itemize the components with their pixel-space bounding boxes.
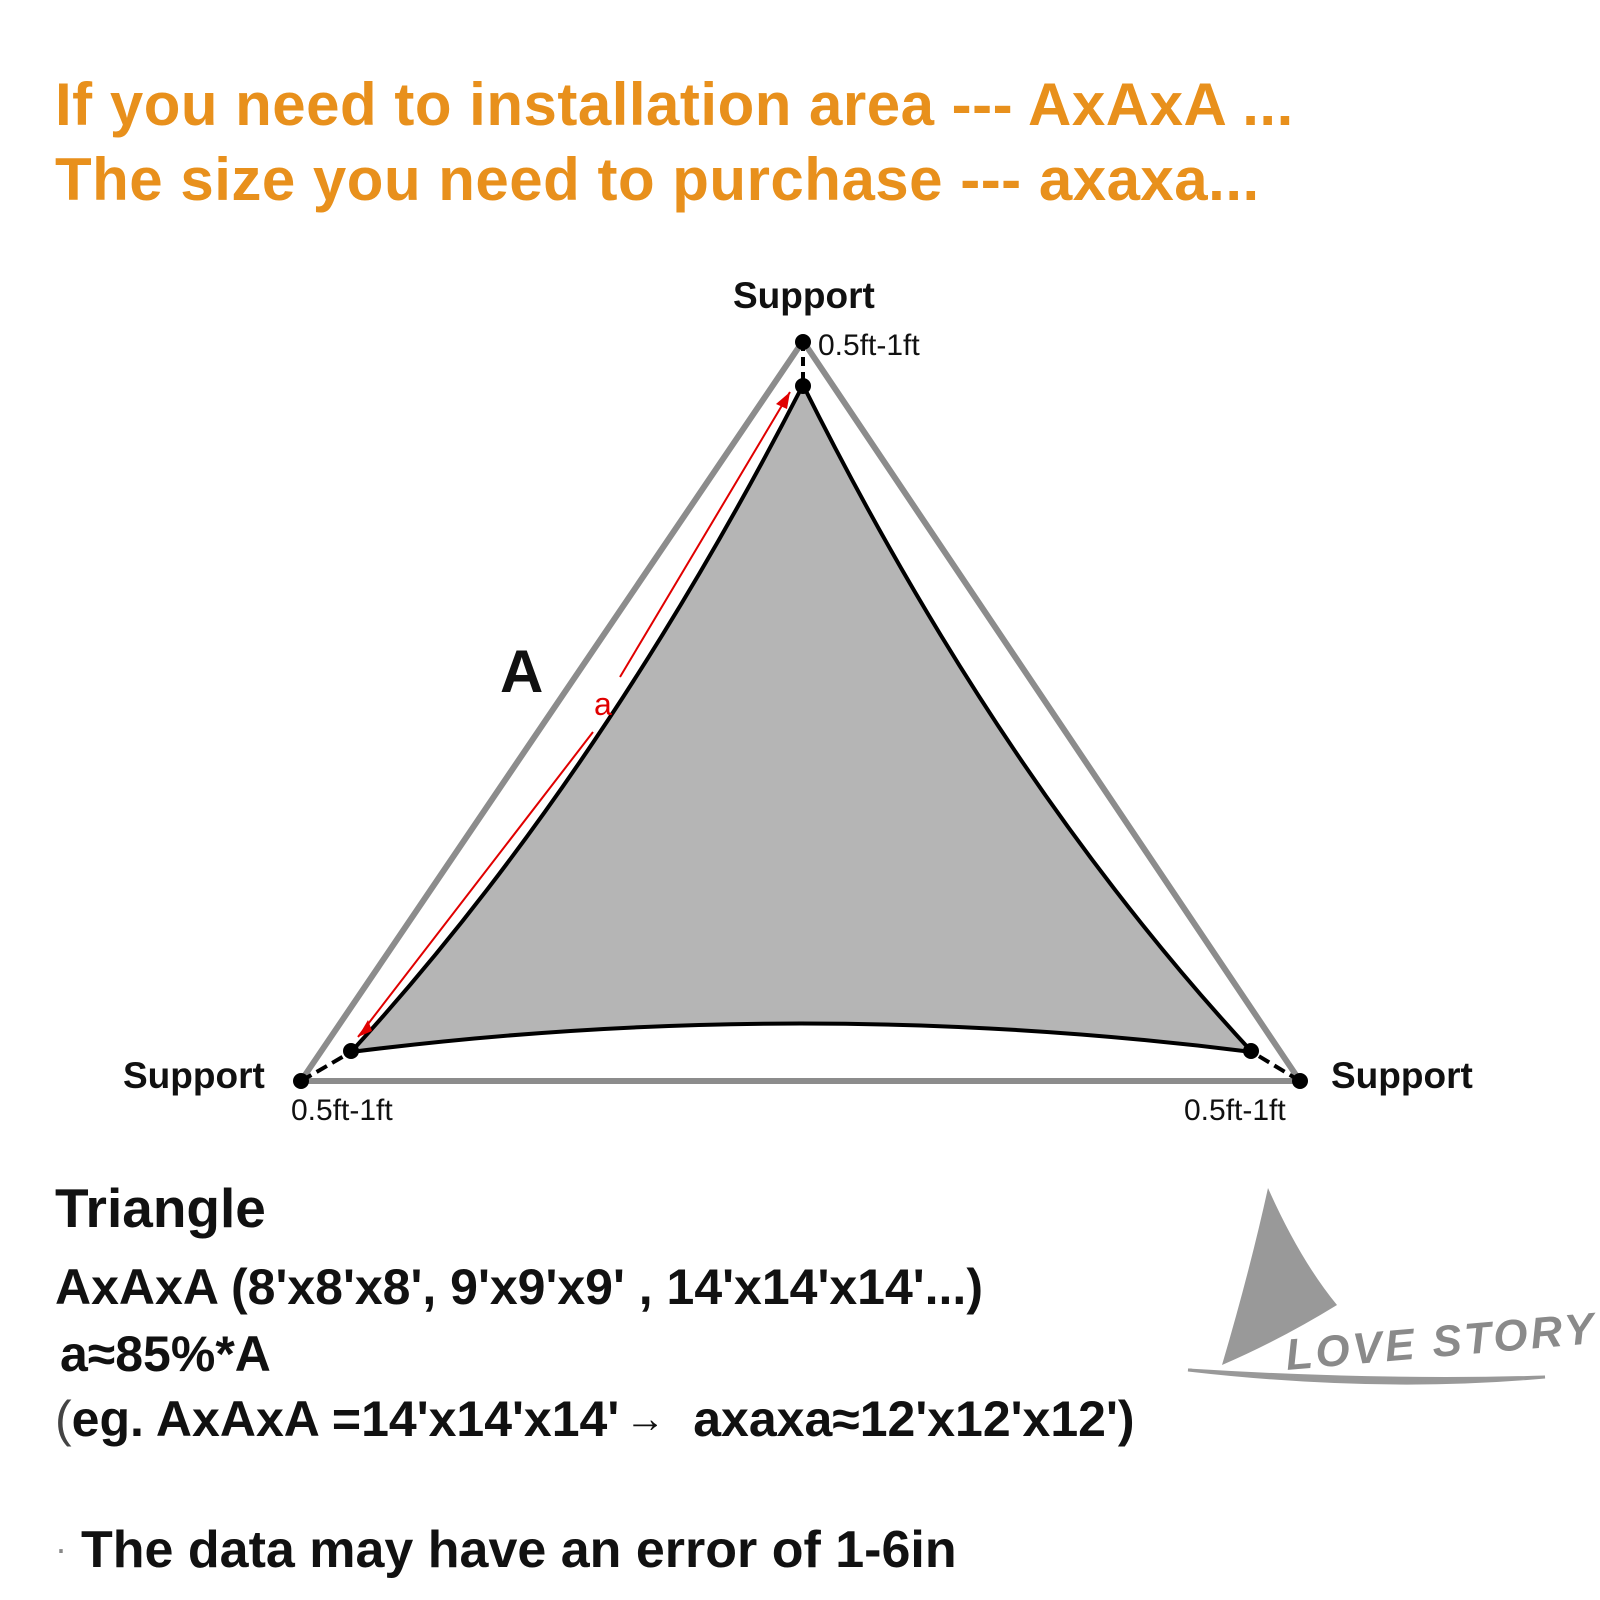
outer-side-label: A	[500, 638, 543, 705]
logo-text: LOVE STORY	[1284, 1304, 1600, 1380]
sail-corner-top	[795, 378, 811, 394]
measure-arrowhead-top	[776, 392, 790, 409]
offset-label-left: 0.5ft-1ft	[291, 1094, 393, 1127]
shade-sail-shape	[349, 383, 1254, 1054]
example-line: (eg. AxAxA =14'x14'x14'→ axaxa≈12'x12'x12…	[55, 1390, 1135, 1448]
inner-side-measure-line	[357, 391, 791, 1038]
example-open-paren: (	[55, 1391, 72, 1447]
support-point-top	[795, 334, 811, 350]
bullet-icon: ·	[55, 1528, 67, 1569]
installation-area-triangle	[298, 338, 1303, 1084]
measure-arrowhead-bottom	[358, 1020, 372, 1037]
sizes-prefix: AxAxA	[55, 1259, 218, 1315]
sail-corner-right	[1243, 1043, 1259, 1059]
left-connector	[299, 1050, 353, 1083]
error-note: · The data may have an error of 1-6in	[55, 1520, 957, 1580]
support-label-left: Support	[123, 1055, 265, 1096]
right-arrow-icon: →	[625, 1397, 666, 1441]
support-label-right: Support	[1331, 1055, 1473, 1096]
ratio-line: a≈85%*A	[60, 1326, 271, 1382]
example-rhs: axaxa≈12'x12'x12')	[693, 1391, 1135, 1447]
logo-sail-icon	[1222, 1188, 1337, 1365]
support-point-right	[1292, 1073, 1308, 1089]
shape-title: Triangle	[55, 1177, 266, 1239]
sail-corner-left	[343, 1043, 359, 1059]
logo-swoosh	[1187, 1368, 1546, 1385]
example-lhs: eg. AxAxA =14'x14'x14'	[71, 1391, 620, 1447]
headline-line-1: If you need to installation area --- AxA…	[55, 71, 1294, 138]
headline-line-2: The size you need to purchase --- axaxa.…	[55, 146, 1260, 213]
sizes-list: (8'x8'x8', 9'x9'x9' , 14'x14'x14'...)	[231, 1259, 983, 1315]
right-connector	[1250, 1050, 1302, 1083]
size-options-line: AxAxA (8'x8'x8', 9'x9'x9' , 14'x14'x14'.…	[55, 1258, 983, 1316]
love-story-logo: LOVE STORY	[1187, 1188, 1600, 1385]
support-label-top: Support	[733, 275, 875, 316]
support-point-left	[293, 1073, 309, 1089]
offset-label-top: 0.5ft-1ft	[818, 329, 920, 362]
offset-label-right: 0.5ft-1ft	[1184, 1094, 1286, 1127]
inner-side-label: a	[594, 686, 612, 722]
error-note-text: The data may have an error of 1-6in	[81, 1521, 957, 1579]
